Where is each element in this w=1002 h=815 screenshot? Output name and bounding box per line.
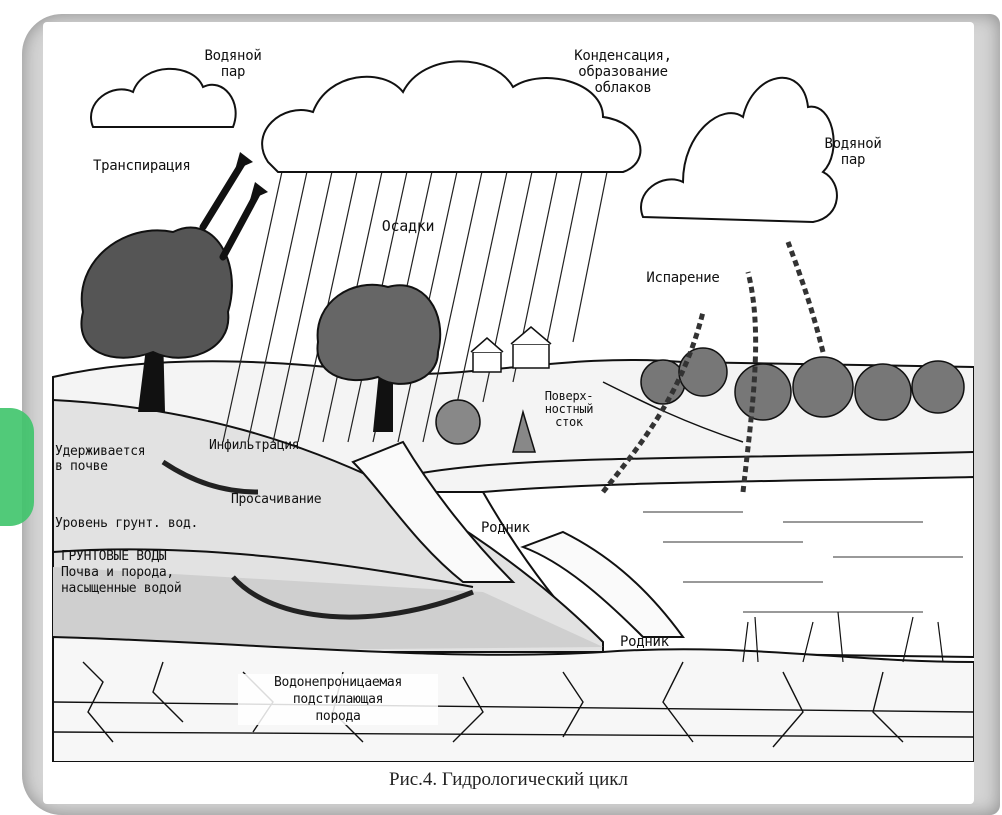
label-evaporation: Испарение bbox=[623, 270, 743, 286]
label-groundwater-level: Уровень грунт. вод. bbox=[55, 516, 198, 532]
arrowhead-1 bbox=[235, 152, 253, 170]
label-retained-in-soil: Удерживается в почве bbox=[55, 444, 145, 474]
green-accent-tab bbox=[0, 408, 34, 526]
cumulus-cloud-right bbox=[641, 78, 837, 222]
label-percolation: Просачивание bbox=[231, 492, 321, 508]
figure-card: Водяной пар Конденсация, образование обл… bbox=[43, 22, 974, 804]
village-houses bbox=[471, 327, 551, 372]
label-infiltration: Инфильтрация bbox=[209, 438, 299, 454]
label-water-vapor-right: Водяной пар bbox=[813, 136, 893, 168]
label-spring-upper: Родник bbox=[481, 520, 530, 536]
label-condensation: Конденсация, образование облаков bbox=[548, 48, 698, 96]
label-transpiration: Транспирация bbox=[93, 158, 191, 174]
label-water-vapor-left: Водяной пар bbox=[193, 48, 273, 80]
label-surface-runoff: Поверх- ностный сток bbox=[529, 390, 609, 429]
impermeable-rock-layer bbox=[53, 637, 974, 762]
label-spring-lower: Родник bbox=[620, 634, 669, 650]
hydrologic-cycle-illustration bbox=[43, 22, 974, 762]
label-impermeable-rock: Водонепроницаемая подстилающая порода bbox=[238, 674, 438, 725]
label-groundwater: ГРУНТОВЫЕ ВОДЫ Почва и порода, насыщенны… bbox=[61, 549, 181, 597]
label-precipitation: Осадки bbox=[363, 218, 453, 234]
figure-caption: Рис.4. Гидрологический цикл bbox=[43, 769, 974, 791]
